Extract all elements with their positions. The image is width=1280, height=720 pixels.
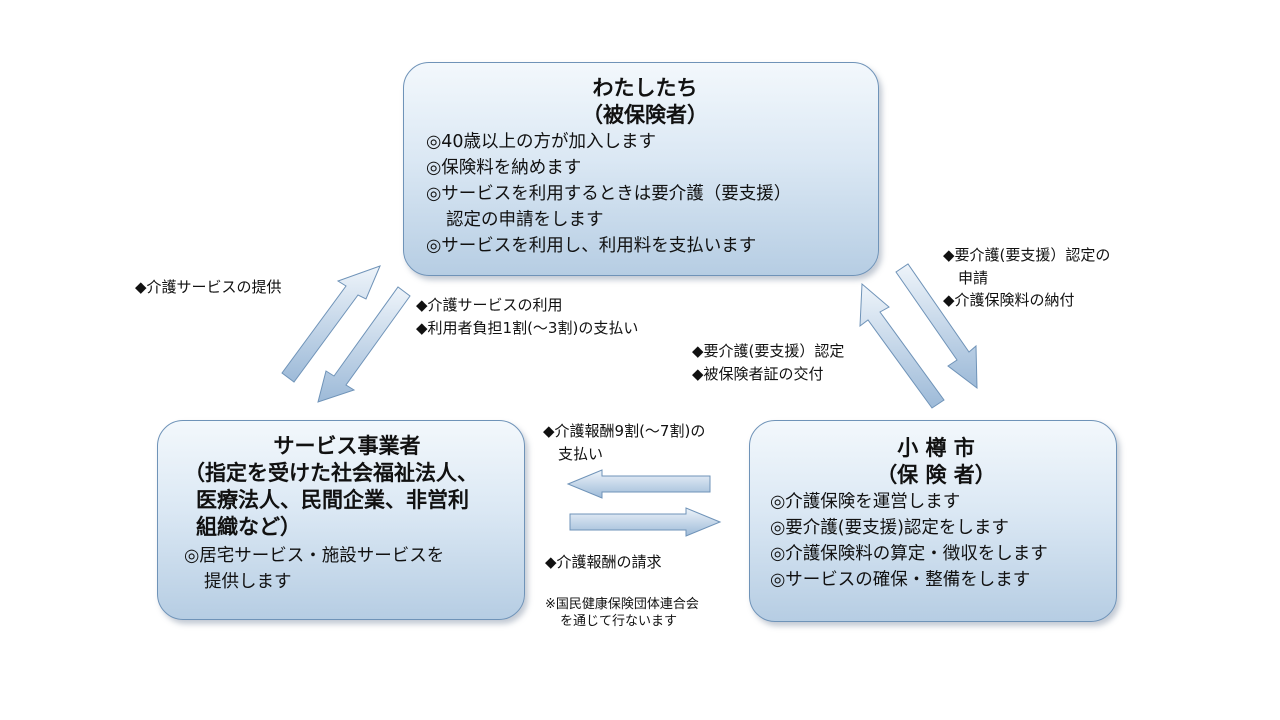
insured-item: ◎40歳以上の方が加入します <box>426 132 657 152</box>
city-item: ◎介護保険料の算定・徴収をします <box>770 544 1048 564</box>
arrow-city-to-insured <box>859 282 945 409</box>
insured-item: ◎サービスを利用するときは要介護（要支援） <box>426 184 792 204</box>
label-apply: ◆要介護(要支援）認定の <box>943 246 1111 264</box>
provider-subtitle-line: 医療法人、民間企業、非営利 <box>196 488 469 512</box>
provider-title: サービス事業者 <box>273 434 421 458</box>
insured-item: 認定の申請をします <box>446 210 604 230</box>
insured-box: わたしたち （被保険者） ◎40歳以上の方が加入します ◎保険料を納めます ◎サ… <box>403 62 879 276</box>
arrow-provider-to-city <box>569 507 722 537</box>
note-federation-cont: を通じて行ないます <box>560 614 678 629</box>
provider-subtitle-line: 組織など） <box>196 515 301 539</box>
city-item: ◎サービスの確保・整備をします <box>770 570 1031 590</box>
insured-subtitle: （被保険者） <box>582 103 708 127</box>
arrow-provider-to-insured <box>281 265 381 383</box>
label-premium-payment: ◆介護保険料の納付 <box>943 291 1075 309</box>
label-fee-payment: ◆介護報酬9割(～7割)の <box>543 422 706 440</box>
city-box: 小 樽 市 （保 険 者） ◎介護保険を運営します ◎要介護(要支援)認定をしま… <box>749 420 1117 622</box>
city-item: ◎要介護(要支援)認定をします <box>770 518 1009 538</box>
label-service-use: ◆介護サービスの利用 <box>416 296 563 314</box>
insured-item: ◎保険料を納めます <box>426 158 582 178</box>
arrow-insured-to-provider <box>317 286 411 403</box>
note-federation: ※国民健康保険団体連合会 <box>545 597 699 612</box>
provider-item: 提供します <box>204 572 292 592</box>
label-fee-claim: ◆介護報酬の請求 <box>545 553 662 571</box>
provider-box: サービス事業者 （指定を受けた社会福祉法人、 医療法人、民間企業、非営利 組織な… <box>157 420 525 620</box>
arrow-insured-to-city <box>895 263 978 390</box>
city-subtitle: （保 険 者） <box>876 463 996 487</box>
label-apply-cont: 申請 <box>958 269 989 287</box>
label-fee-payment-cont: 支払い <box>558 445 604 463</box>
label-insurance-card: ◆被保険者証の交付 <box>692 365 824 383</box>
label-service-provision: ◆介護サービスの提供 <box>135 278 282 296</box>
label-copay: ◆利用者負担1割(～3割)の支払い <box>416 319 639 337</box>
insured-title: わたしたち <box>592 76 698 100</box>
insured-item: ◎サービスを利用し、利用料を支払います <box>426 236 757 256</box>
arrow-city-to-provider <box>566 469 711 499</box>
provider-item: ◎居宅サービス・施設サービスを <box>184 546 445 566</box>
city-item: ◎介護保険を運営します <box>770 492 961 512</box>
city-title: 小 樽 市 <box>897 436 975 460</box>
label-certification: ◆要介護(要支援）認定 <box>692 342 845 360</box>
provider-subtitle-line: （指定を受けた社会福祉法人、 <box>184 461 478 485</box>
